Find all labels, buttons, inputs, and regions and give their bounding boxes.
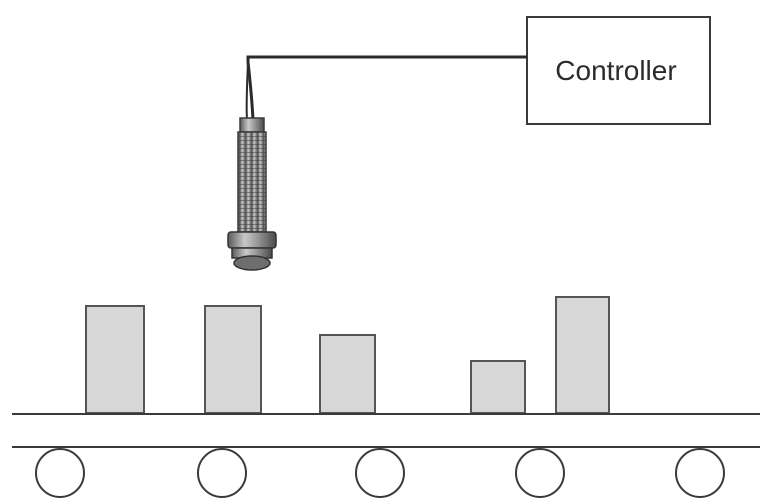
object-5 — [555, 296, 610, 414]
roller-5 — [675, 448, 725, 498]
controller-box: Controller — [526, 16, 711, 125]
controller-label: Controller — [555, 55, 676, 86]
cable-line — [245, 55, 527, 121]
rollers-group — [35, 448, 725, 498]
conveyor-belt — [12, 413, 760, 448]
proximity-sensor-icon — [227, 117, 277, 271]
object-1 — [85, 305, 145, 414]
object-2 — [204, 305, 262, 414]
roller-3 — [355, 448, 405, 498]
roller-4 — [515, 448, 565, 498]
object-4 — [470, 360, 526, 414]
roller-2 — [197, 448, 247, 498]
object-3 — [319, 334, 376, 414]
roller-1 — [35, 448, 85, 498]
objects-group — [85, 296, 610, 414]
